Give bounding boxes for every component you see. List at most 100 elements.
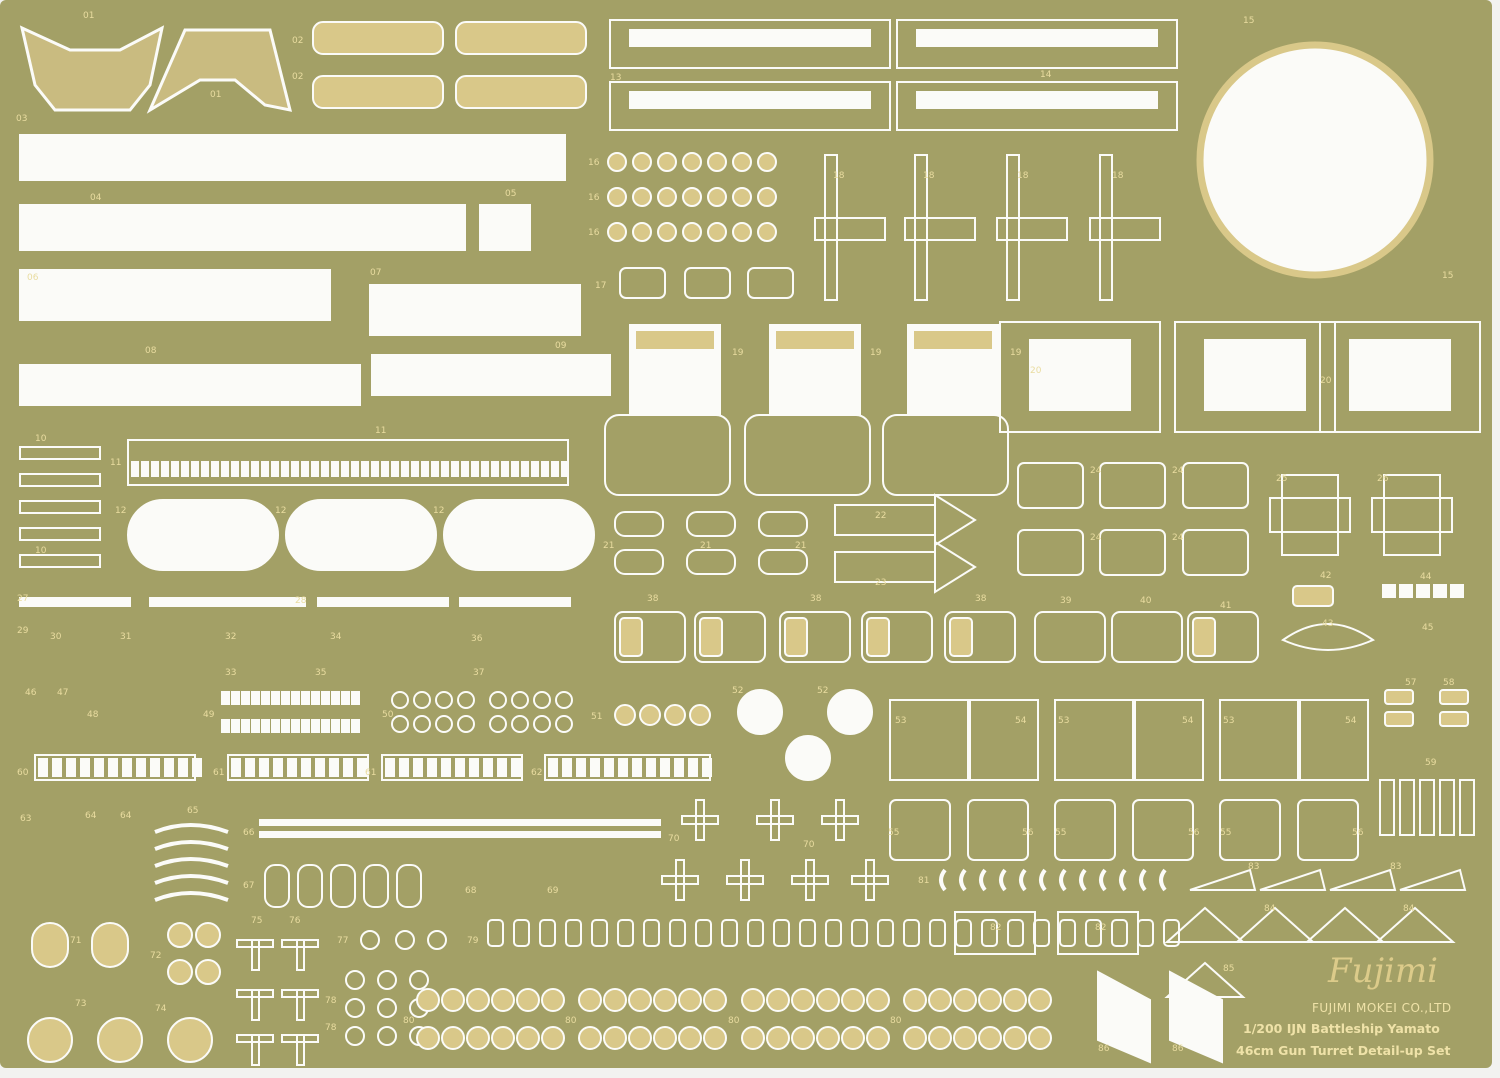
part-57 — [1384, 689, 1414, 705]
brass-panel — [1192, 617, 1216, 657]
wheel-part-16 — [757, 222, 777, 242]
part-79 — [747, 919, 764, 947]
part-21 — [758, 511, 808, 537]
part-number-label: 12 — [115, 506, 126, 516]
ladder-rung — [136, 758, 146, 777]
ladder-rung — [273, 758, 283, 777]
part-72 — [195, 959, 221, 985]
part-number-label: 60 — [17, 768, 29, 778]
ladder-rung — [399, 758, 409, 777]
link-part — [231, 719, 240, 733]
part-number-label: 11 — [110, 458, 121, 468]
chain-part — [489, 715, 507, 733]
ladder-rung — [301, 461, 309, 477]
part-number-label: 11 — [375, 426, 386, 436]
chain-part — [533, 715, 551, 733]
part-number-label: 64 — [85, 811, 97, 821]
part-number-label: 73 — [75, 999, 86, 1009]
ladder-rung — [632, 758, 642, 777]
part-70 — [835, 799, 845, 841]
part-number-label: 24 — [1172, 533, 1184, 543]
part-86 — [1097, 970, 1151, 1064]
part-number-label: 46 — [25, 688, 37, 698]
disc-part-51 — [614, 704, 636, 726]
link-part — [251, 719, 260, 733]
washer-part-80 — [791, 988, 815, 1012]
part-number-label: 19 — [1010, 348, 1022, 358]
part-17 — [747, 267, 794, 299]
ladder-rung — [291, 461, 299, 477]
ladder-rung — [541, 461, 549, 477]
part-53 — [1219, 699, 1301, 781]
part-10 — [19, 500, 101, 514]
part-number-label: 51 — [591, 712, 602, 722]
washer-part-80 — [678, 988, 702, 1012]
part-79 — [539, 919, 556, 947]
ring-part-15 — [1196, 41, 1434, 279]
link-part — [261, 691, 270, 705]
frame-part — [609, 19, 891, 69]
part-number-label: 29 — [17, 626, 29, 636]
part-number-label: 16 — [588, 158, 600, 168]
part-number-label: 20 — [1030, 366, 1042, 376]
lens-part-52 — [785, 735, 831, 781]
washer-part-80 — [928, 988, 952, 1012]
part-38 — [1034, 611, 1106, 663]
turret-brass — [634, 329, 716, 351]
part-number-label: 56 — [1352, 828, 1364, 838]
part-number-label: 02 — [292, 72, 303, 82]
washer-part-80 — [653, 1026, 677, 1050]
part-73 — [27, 1017, 73, 1063]
part-number-label: 84 — [1403, 904, 1415, 914]
part-number-label: 31 — [120, 632, 131, 642]
chain-part — [457, 691, 475, 709]
frame-window — [916, 91, 1158, 109]
washer-part-80 — [441, 988, 465, 1012]
part-number-label: 24 — [1172, 466, 1184, 476]
bracket-part — [904, 217, 976, 241]
chain-part — [511, 715, 529, 733]
part-24 — [1182, 529, 1249, 576]
fujimi-logo: Fujimi — [1327, 951, 1438, 991]
part-number-label: 52 — [817, 686, 828, 696]
t-part — [251, 1034, 260, 1066]
ladder-rung — [108, 758, 118, 777]
wheel-part-16 — [682, 152, 702, 172]
part-number-label: 77 — [337, 936, 348, 946]
part-number-label: 68 — [465, 886, 477, 896]
part-20 — [1174, 321, 1336, 433]
ladder-rung — [331, 461, 339, 477]
link-part — [331, 719, 340, 733]
part-70 — [805, 859, 815, 901]
oval-part-12 — [127, 499, 279, 571]
ladder-rung — [511, 461, 519, 477]
part-number-label: 81 — [918, 876, 929, 886]
railing-part — [371, 354, 611, 396]
strip-part — [317, 597, 449, 607]
part-number-label: 71 — [70, 936, 81, 946]
ladder-rung — [321, 461, 329, 477]
ladder-rung — [181, 461, 189, 477]
part-number-label: 50 — [382, 710, 394, 720]
part-number-label: 21 — [795, 541, 806, 551]
ladder-rung — [471, 461, 479, 477]
ladder-rung — [281, 461, 289, 477]
company-name: FUJIMI MOKEI CO.,LTD — [1312, 1001, 1452, 1015]
part-79 — [903, 919, 920, 947]
part-number-label: 12 — [275, 506, 286, 516]
part-number-label: 35 — [315, 668, 326, 678]
part-24 — [1017, 462, 1084, 509]
rod-part-66 — [259, 819, 661, 826]
part-number-label: 54 — [1345, 716, 1357, 726]
ladder-rung — [315, 758, 325, 777]
part-number-label: 05 — [505, 189, 516, 199]
part-82 — [1057, 911, 1139, 955]
wheel-part-16 — [732, 152, 752, 172]
ladder-rung — [431, 461, 439, 477]
cross-part — [1269, 497, 1351, 533]
part-20 — [1319, 321, 1481, 433]
part-number-label: 56 — [1188, 828, 1200, 838]
ladder-rung — [491, 461, 499, 477]
part-79 — [799, 919, 816, 947]
part-79 — [617, 919, 634, 947]
